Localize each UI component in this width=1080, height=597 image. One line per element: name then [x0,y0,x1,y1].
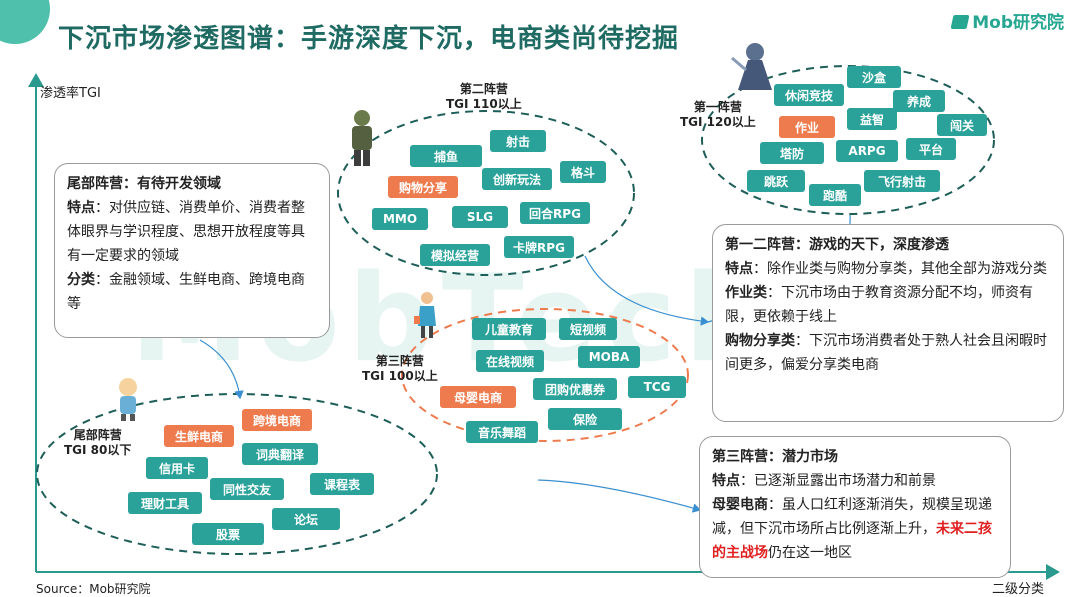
tag-slg: SLG [452,206,508,228]
tail-arrow [199,339,244,400]
tag-jump: 跳跃 [747,170,805,192]
tag-sandbox: 沙盒 [847,66,901,88]
tag-tcg: TCG [628,376,686,398]
tag-innovative-play: 创新玩法 [482,168,552,190]
tag-gay-dating: 同性交友 [210,478,284,500]
tag-dictionary: 词典翻译 [242,443,318,465]
brand-logo: Mob研究院 [950,8,1064,33]
third-arrow [537,479,702,513]
tag-arpg: ARPG [836,140,898,162]
tag-turn-rpg: 回合RPG [520,202,590,224]
tag-nurture: 养成 [893,90,945,112]
second-camp-ellipse [337,110,635,276]
tag-forum: 论坛 [272,508,340,530]
y-axis-label: 渗透率TGI [40,86,101,101]
tag-flight-shooter: 飞行射击 [864,170,940,192]
tag-parkour: 跑酷 [809,184,861,206]
tag-maternal-ecommerce: 母婴电商 [440,386,516,408]
soldier-character-icon [352,110,372,166]
tag-insurance: 保险 [548,408,622,430]
tag-mmo: MMO [372,208,428,230]
third-camp-ellipse [401,308,689,442]
highlight-text: 未来二孩的主战场 [712,521,992,561]
tag-casual-competitive: 休闲竞技 [774,84,844,106]
tag-simulation: 模拟经营 [420,244,490,266]
tag-fresh-ecommerce: 生鲜电商 [164,425,234,447]
logo-text: Mob研究院 [972,13,1064,33]
tag-homework: 作业 [779,116,835,138]
tag-fishing: 捕鱼 [410,145,482,167]
tag-fighting: 格斗 [560,161,606,183]
third-camp-description: 第三阵营：潜力市场 特点：已逐渐显露出市场潜力和前景 母婴电商：虽人口红利逐渐消… [699,436,1011,578]
tag-card-rpg: 卡牌RPG [504,236,574,258]
first-camp-ellipse [701,65,995,215]
tail-box-heading: 尾部阵营：有待开发领域 [67,176,221,192]
tag-short-video: 短视频 [559,318,617,340]
tag-kids-education: 儿童教育 [472,318,546,340]
tag-timetable: 课程表 [310,473,374,495]
third-box-heading: 第三阵营：潜力市场 [712,449,838,465]
shopper-character-icon [414,292,436,338]
first-second-box-heading: 第一二阵营：游戏的天下，深度渗透 [725,237,949,253]
tag-stock: 股票 [192,523,264,545]
tag-tower-defense: 塔防 [760,142,824,164]
source-note: Source：Mob研究院 [36,582,151,596]
child-character-icon [119,378,137,421]
second-arrow [584,255,710,326]
tag-finance-tools: 理财工具 [128,492,202,514]
tag-cross-border-ecommerce: 跨境电商 [242,409,312,431]
tag-shooter: 射击 [490,130,546,152]
tag-puzzle: 益智 [847,108,897,130]
tag-online-video: 在线视频 [476,350,544,372]
first-second-camp-description: 第一二阵营：游戏的天下，深度渗透 特点：除作业类与购物分享类，其他全部为游戏分类… [712,224,1064,422]
tag-music-dance: 音乐舞蹈 [466,421,538,443]
tag-platform: 平台 [906,138,956,160]
tag-credit-card: 信用卡 [146,457,208,479]
tag-shopping-share: 购物分享 [388,176,458,198]
tag-group-coupon: 团购优惠券 [533,378,617,400]
tail-camp-description: 尾部阵营：有待开发领域 特点：对供应链、消费单价、消费者整体眼界与学识程度、思想… [54,163,330,338]
tag-level: 闯关 [937,114,987,136]
page-title: 下沉市场渗透图谱：手游深度下沉，电商类尚待挖掘 [58,24,680,54]
x-axis-label: 二级分类 [992,582,1045,597]
tag-moba: MOBA [578,346,640,368]
hero-character-icon [731,43,772,90]
